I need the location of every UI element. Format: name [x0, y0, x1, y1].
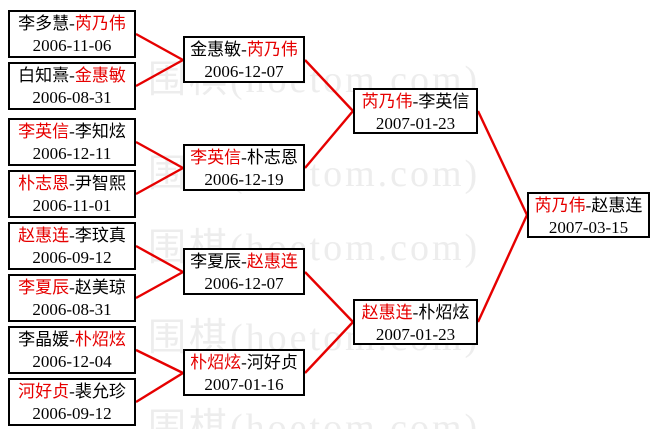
winner-name: 朴炤炫: [190, 353, 242, 372]
match-players: 朴志恩-尹智熙: [10, 173, 134, 195]
name-separator: -: [241, 148, 247, 167]
match-box-r1-4: 朴志恩-尹智熙 2006-11-01: [8, 170, 136, 218]
match-players: 赵惠连-李玟真: [10, 225, 134, 247]
name-separator: -: [69, 14, 75, 33]
match-box-r1-2: 白知熹-金惠敏 2006-08-31: [8, 62, 136, 110]
match-box-r2-2: 李英信-朴志恩 2006-12-19: [183, 144, 305, 191]
match-players: 朴炤炫-河好贞: [185, 352, 303, 374]
name-separator: -: [585, 196, 592, 215]
match-date: 2006-08-31: [32, 300, 112, 319]
match-box-r1-5: 赵惠连-李玟真 2006-09-12: [8, 222, 136, 270]
name-separator: -: [412, 303, 419, 322]
name-separator: -: [412, 92, 419, 111]
match-box-r1-6: 李夏辰-赵美琼 2006-08-31: [8, 274, 136, 322]
match-players: 金惠敏-芮乃伟: [185, 39, 303, 61]
match-date: 2007-01-23: [375, 325, 456, 344]
winner-name: 芮乃伟: [361, 92, 413, 111]
match-box-sf-2: 赵惠连-朴炤炫 2007-01-23: [353, 299, 478, 345]
match-date: 2006-12-11: [32, 144, 112, 163]
match-date: 2007-01-23: [375, 114, 456, 133]
match-date: 2006-08-31: [32, 88, 112, 107]
player-name: 李知炫: [74, 122, 126, 141]
player-name: 金惠敏: [190, 40, 242, 59]
player-name: 尹智熙: [74, 174, 126, 193]
match-players: 河好贞-裴允珍: [10, 381, 134, 403]
player-name: 李夏辰: [190, 252, 242, 271]
match-date: 2006-12-04: [32, 352, 112, 371]
match-players: 李夏辰-赵惠连: [185, 251, 303, 273]
player-name: 赵惠连: [591, 196, 643, 215]
match-date: 2006-11-01: [32, 196, 112, 215]
match-date: 2007-03-15: [548, 218, 629, 237]
player-name: 白知熹: [18, 66, 70, 85]
winner-name: 赵惠连: [361, 303, 413, 322]
match-box-r2-3: 李夏辰-赵惠连 2006-12-07: [183, 248, 305, 295]
match-players: 芮乃伟-赵惠连: [529, 195, 648, 217]
name-separator: -: [241, 252, 247, 271]
match-players: 李多慧-芮乃伟: [10, 13, 134, 35]
match-box-r1-3: 李英信-李知炫 2006-12-11: [8, 118, 136, 166]
winner-name: 李英信: [18, 122, 70, 141]
match-players: 李夏辰-赵美琼: [10, 277, 134, 299]
winner-name: 芮乃伟: [74, 14, 126, 33]
match-box-r1-7: 李晶媛-朴炤炫 2006-12-04: [8, 326, 136, 374]
player-name: 河好贞: [246, 353, 298, 372]
match-players: 李晶媛-朴炤炫: [10, 329, 134, 351]
watermark-text: 围棋(hoetom.com): [148, 407, 481, 429]
match-box-final: 芮乃伟-赵惠连 2007-03-15: [527, 192, 650, 238]
match-players: 赵惠连-朴炤炫: [355, 302, 476, 324]
player-name: 李玟真: [74, 226, 126, 245]
match-date: 2006-11-06: [32, 36, 112, 55]
match-players: 芮乃伟-李英信: [355, 91, 476, 113]
name-separator: -: [69, 382, 75, 401]
winner-name: 李英信: [190, 148, 242, 167]
winner-name: 赵惠连: [246, 252, 298, 271]
winner-name: 芮乃伟: [534, 196, 586, 215]
match-box-r2-1: 金惠敏-芮乃伟 2006-12-07: [183, 36, 305, 83]
player-name: 赵美琼: [74, 278, 126, 297]
winner-name: 朴志恩: [18, 174, 70, 193]
name-separator: -: [241, 353, 247, 372]
player-name: 裴允珍: [74, 382, 126, 401]
winner-name: 河好贞: [18, 382, 70, 401]
match-date: 2007-01-16: [204, 375, 284, 394]
name-separator: -: [241, 40, 247, 59]
match-box-r1-8: 河好贞-裴允珍 2006-09-12: [8, 378, 136, 426]
winner-name: 金惠敏: [74, 66, 126, 85]
match-players: 白知熹-金惠敏: [10, 65, 134, 87]
match-box-r2-4: 朴炤炫-河好贞 2007-01-16: [183, 349, 305, 396]
name-separator: -: [69, 278, 75, 297]
player-name: 朴志恩: [246, 148, 298, 167]
match-date: 2006-12-07: [204, 62, 284, 81]
match-date: 2006-12-19: [204, 170, 284, 189]
name-separator: -: [69, 174, 75, 193]
winner-name: 李夏辰: [18, 278, 70, 297]
player-name: 李多慧: [18, 14, 70, 33]
match-box-r1-1: 李多慧-芮乃伟 2006-11-06: [8, 10, 136, 58]
winner-name: 赵惠连: [18, 226, 70, 245]
match-date: 2006-09-12: [32, 248, 112, 267]
match-players: 李英信-朴志恩: [185, 147, 303, 169]
match-players: 李英信-李知炫: [10, 121, 134, 143]
player-name: 李晶媛: [18, 330, 70, 349]
name-separator: -: [69, 330, 75, 349]
player-name: 朴炤炫: [418, 303, 470, 322]
name-separator: -: [69, 226, 75, 245]
match-box-sf-1: 芮乃伟-李英信 2007-01-23: [353, 88, 478, 134]
winner-name: 朴炤炫: [74, 330, 126, 349]
name-separator: -: [69, 66, 75, 85]
name-separator: -: [69, 122, 75, 141]
player-name: 李英信: [418, 92, 470, 111]
winner-name: 芮乃伟: [246, 40, 298, 59]
match-date: 2006-09-12: [32, 404, 112, 423]
match-date: 2006-12-07: [204, 274, 284, 293]
